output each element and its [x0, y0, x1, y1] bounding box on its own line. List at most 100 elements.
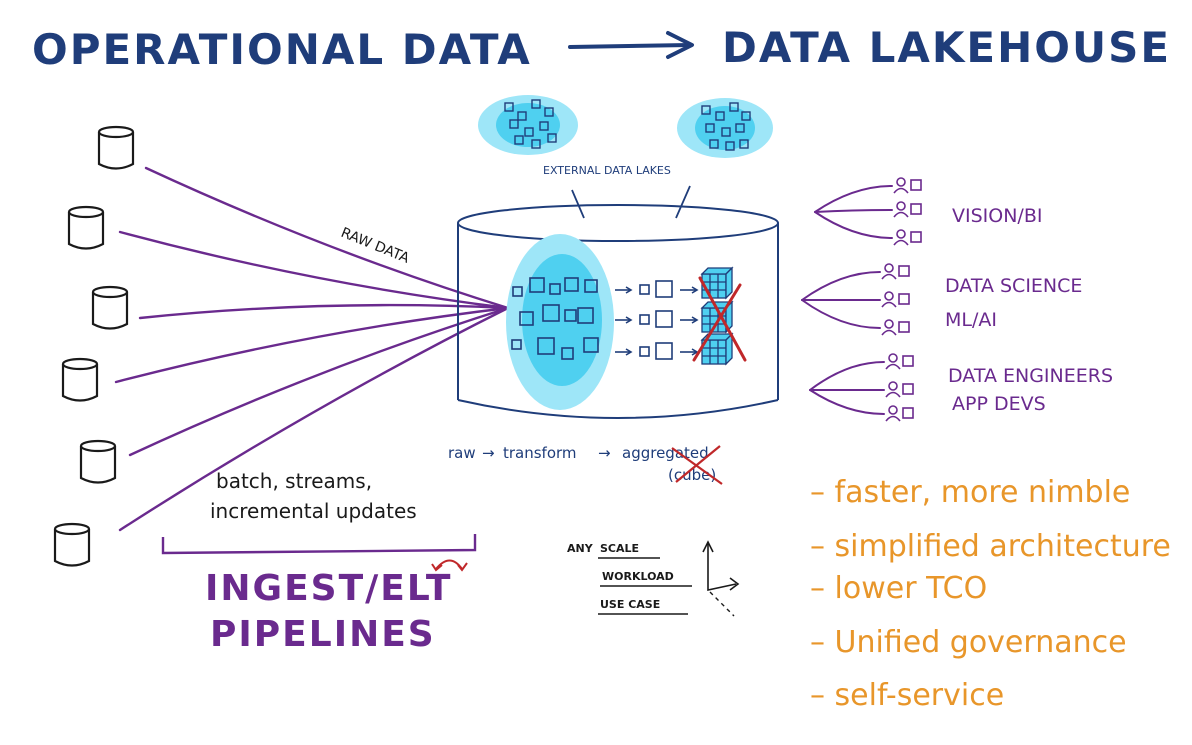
title-operational-data: OPERATIONAL DATA	[32, 25, 532, 74]
database-icon	[61, 357, 99, 402]
transform-arrowhead	[691, 286, 699, 294]
person-icon	[893, 177, 922, 194]
person-icon	[893, 229, 922, 246]
persona-line	[801, 299, 881, 329]
file-icon	[549, 283, 561, 295]
person-icon	[881, 319, 910, 336]
ingest-line	[114, 306, 510, 384]
file-icon	[739, 139, 749, 149]
incremental-updates-label: incremental updates	[210, 499, 417, 523]
title-data-lakehouse: DATA LAKEHOUSE	[722, 23, 1171, 72]
file-icon	[531, 99, 541, 109]
persona-data-engineers: DATA ENGINEERS	[948, 365, 1113, 387]
swap-arrowheads-icon	[431, 562, 468, 572]
transform-arrowhead	[625, 348, 633, 356]
scale-scale: SCALE	[600, 542, 639, 555]
scale-usecase: USE CASE	[600, 598, 660, 611]
database-icon	[91, 285, 129, 330]
title-arrow	[568, 31, 694, 59]
persona-line	[809, 361, 885, 391]
external-lake-left	[478, 95, 578, 155]
transform-arrowhead	[625, 286, 633, 294]
pipeline-bracket	[161, 534, 477, 555]
file-icon	[517, 111, 527, 121]
lakehouse-cylinder	[457, 204, 779, 419]
file-icon	[512, 286, 523, 297]
batch-streams-label: batch, streams,	[216, 469, 372, 493]
file-icon	[705, 123, 715, 133]
flow-arrow-2: →	[598, 444, 611, 462]
external-lake-files	[504, 99, 751, 151]
person-icon	[885, 405, 914, 422]
file-icon	[639, 346, 650, 357]
persona-lines	[801, 185, 893, 415]
file-icon	[564, 309, 577, 322]
benefit-self-service: – self-service	[810, 678, 1004, 713]
persona-data-science: DATA SCIENCE	[945, 275, 1082, 297]
persona-line	[809, 389, 885, 415]
external-lakes-connectors	[571, 185, 691, 219]
persona-icons	[881, 177, 922, 422]
axes-icon	[707, 544, 737, 591]
file-icon	[709, 139, 719, 149]
person-icon	[881, 263, 910, 280]
ingest-line	[144, 166, 510, 310]
benefit-simplified: – simplified architecture	[810, 529, 1171, 564]
person-icon	[881, 291, 910, 308]
file-icon	[537, 337, 555, 355]
ingest-line	[128, 306, 510, 457]
raw-data-pool	[506, 234, 614, 410]
pipelines-label: PIPELINES	[210, 614, 436, 655]
persona-line	[801, 271, 881, 301]
file-icon	[531, 139, 541, 149]
file-icon	[583, 337, 599, 353]
file-icon	[544, 107, 554, 117]
file-icon	[721, 127, 731, 137]
file-icon	[725, 141, 735, 151]
file-icon	[519, 311, 534, 326]
transform-arrowhead	[691, 348, 699, 356]
database-icon	[79, 439, 117, 484]
file-icon	[701, 105, 711, 115]
person-icon	[893, 201, 922, 218]
raw-data-files	[511, 277, 599, 360]
cube-cross-out	[692, 276, 747, 362]
axes-depth-icon	[709, 591, 735, 617]
scale-note: ANY SCALE WORKLOAD USE CASE	[567, 540, 740, 617]
aggregated-cubes	[700, 266, 734, 366]
benefit-faster: – faster, more nimble	[810, 475, 1130, 510]
persona-app-devs: APP DEVS	[952, 393, 1046, 415]
flow-cross-out	[671, 445, 723, 485]
file-icon	[639, 314, 650, 325]
cube-icon	[700, 266, 734, 300]
file-icon	[511, 339, 522, 350]
flow-raw: raw	[448, 444, 476, 462]
file-icon	[509, 119, 519, 129]
file-icon	[655, 310, 673, 328]
file-icon	[504, 102, 514, 112]
file-icon	[655, 342, 673, 360]
persona-line	[814, 185, 893, 213]
file-icon	[715, 111, 725, 121]
persona-line	[814, 209, 893, 213]
transform-arrowhead	[691, 316, 699, 324]
file-icon	[561, 347, 574, 360]
file-icon	[584, 279, 598, 293]
file-icon	[529, 277, 545, 293]
scale-any: ANY	[567, 542, 594, 555]
person-icon	[885, 353, 914, 370]
person-icon	[885, 381, 914, 398]
file-icon	[729, 102, 739, 112]
external-data-lakes-label: EXTERNAL DATA LAKES	[543, 164, 671, 177]
ingest-elt-label: INGEST/ELT	[205, 568, 452, 609]
flow-arrow-1: →	[482, 444, 495, 462]
file-icon	[524, 127, 534, 137]
scale-workload: WORKLOAD	[602, 570, 674, 583]
flow-label: raw → transform → aggregated (cube)	[448, 444, 723, 485]
database-icon	[97, 125, 135, 170]
flow-aggregated: aggregated	[622, 444, 709, 462]
benefit-lower-tco: – lower TCO	[810, 571, 987, 606]
file-icon	[655, 280, 673, 298]
